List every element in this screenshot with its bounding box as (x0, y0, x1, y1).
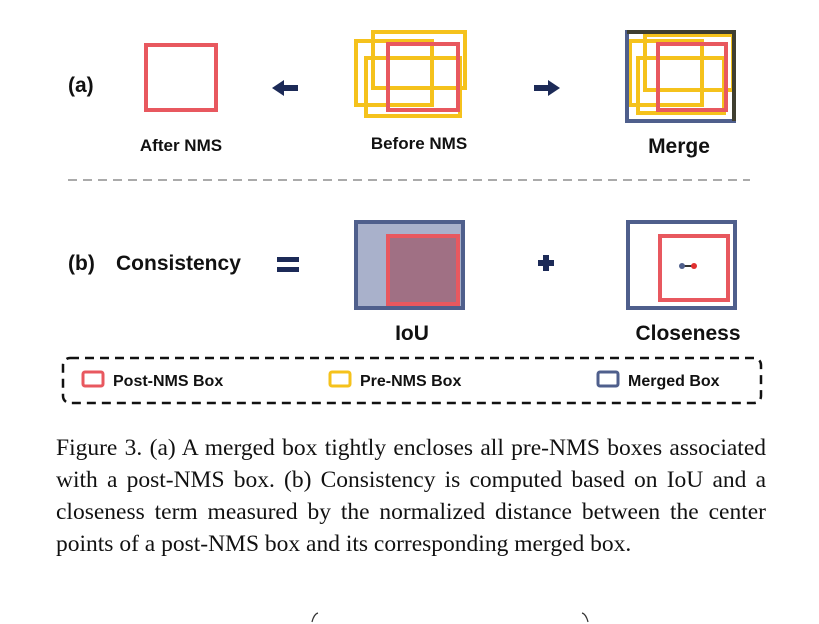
plus-icon (538, 255, 554, 271)
legend-border (61, 356, 763, 405)
iou-label: IoU (395, 322, 429, 345)
merged-box-dark-edge (627, 30, 736, 121)
legend-merged-label: Merged Box (628, 373, 720, 390)
post-nms-box (656, 42, 728, 112)
after-nms-post-box (144, 43, 218, 112)
legend-post-nms-swatch (81, 370, 105, 388)
panel-b-tag: (b) (68, 252, 95, 275)
clipped-formula-fragment (311, 612, 589, 623)
merged-center-dot (679, 263, 685, 269)
legend-pre-nms-swatch (328, 370, 352, 388)
post-nms-box (386, 42, 460, 112)
legend-merged-swatch (596, 370, 620, 388)
figure-caption: Figure 3. (a) A merged box tightly enclo… (56, 435, 766, 557)
equals-icon (277, 257, 299, 272)
post-nms-box (658, 234, 730, 302)
right-arrow-icon (534, 80, 560, 96)
merge-boxes (625, 30, 736, 123)
merge-label: Merge (648, 135, 710, 158)
post-nms-box-overlap (386, 234, 460, 306)
pre-nms-box (354, 39, 434, 107)
left-arrow-icon (272, 80, 298, 96)
closeness-illustration (626, 220, 737, 310)
before-nms-label: Before NMS (371, 134, 467, 153)
after-nms-label: After NMS (140, 136, 222, 155)
legend-pre-nms-label: Pre-NMS Box (360, 373, 461, 390)
iou-illustration (354, 220, 465, 310)
pre-nms-box (628, 39, 704, 107)
panel-a-tag: (a) (68, 74, 94, 97)
post-center-dot (691, 263, 697, 269)
closeness-label: Closeness (635, 322, 740, 345)
consistency-label: Consistency (116, 252, 241, 275)
legend-post-nms-label: Post-NMS Box (113, 373, 223, 390)
figure-diagram: (a) After NMS Before NMS Merge (b) Consi… (61, 30, 763, 405)
before-nms-boxes (354, 30, 467, 118)
merged-box (626, 220, 737, 310)
